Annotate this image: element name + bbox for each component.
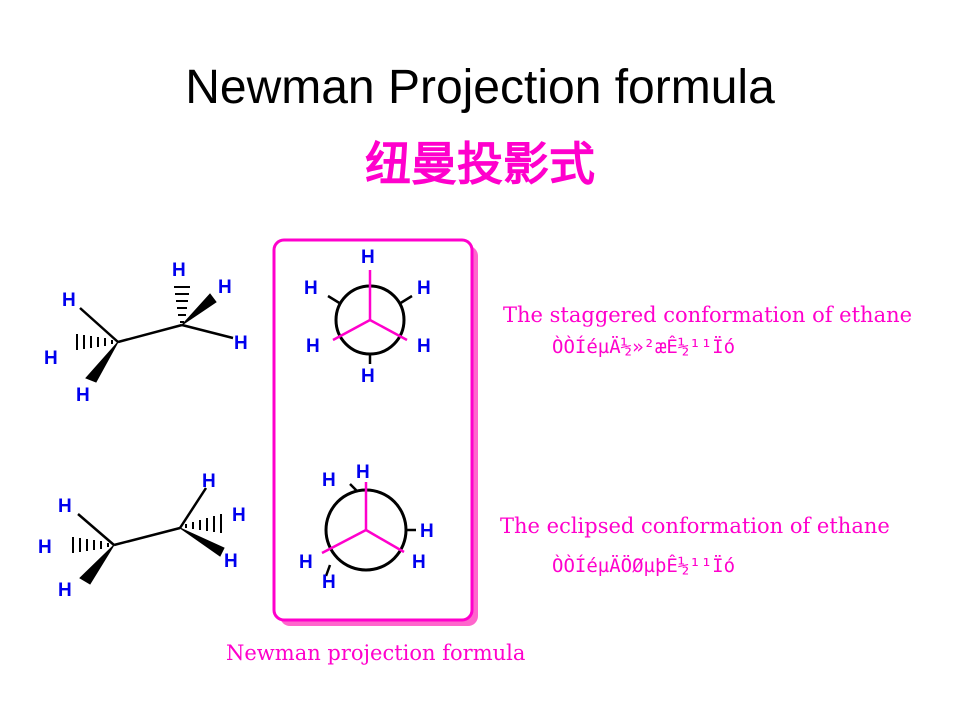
h-label: H xyxy=(224,551,238,572)
h-label: H xyxy=(322,572,336,593)
h-label: H xyxy=(58,580,72,601)
h-label: H xyxy=(322,470,336,491)
staggered-newman: H H H H H H xyxy=(304,247,431,387)
h-label: H xyxy=(420,521,434,542)
h-label: H xyxy=(417,278,431,299)
h-label: H xyxy=(356,462,370,483)
page-title: Newman Projection formula xyxy=(185,61,775,114)
h-label: H xyxy=(304,278,318,299)
h-label: H xyxy=(412,552,426,573)
h-label: H xyxy=(417,336,431,357)
h-label: H xyxy=(232,505,246,526)
h-label: H xyxy=(299,552,313,573)
h-label: H xyxy=(62,290,76,311)
eclipsed-sawhorse-labels: H H H H H H xyxy=(38,471,246,601)
eclipsed-label-garbled: ÒÒÍéµÄÖØµþÊ½¹¹Ïó xyxy=(552,553,735,577)
h-label: H xyxy=(58,496,72,517)
page-title-chinese: 纽曼投影式 xyxy=(365,137,595,191)
staggered-label-garbled: ÒÒÍéµÄ½»²æÊ½¹¹Ïó xyxy=(552,334,735,358)
h-label: H xyxy=(76,385,90,406)
staggered-sawhorse-labels: H H H H H H xyxy=(44,260,248,406)
h-label: H xyxy=(234,333,248,354)
h-label: H xyxy=(38,537,52,558)
eclipsed-sawhorse xyxy=(72,487,225,585)
caption: Newman projection formula xyxy=(226,641,525,665)
h-label: H xyxy=(44,348,58,369)
staggered-label: The staggered conformation of ethane xyxy=(503,303,912,327)
h-label: H xyxy=(361,247,375,268)
h-label: H xyxy=(202,471,216,492)
h-label: H xyxy=(218,277,232,298)
eclipsed-label: The eclipsed conformation of ethane xyxy=(500,514,890,538)
eclipsed-newman: H H H H H H xyxy=(299,462,434,593)
staggered-sawhorse xyxy=(76,286,234,383)
h-label: H xyxy=(361,366,375,387)
h-label: H xyxy=(172,260,186,281)
h-label: H xyxy=(306,336,320,357)
